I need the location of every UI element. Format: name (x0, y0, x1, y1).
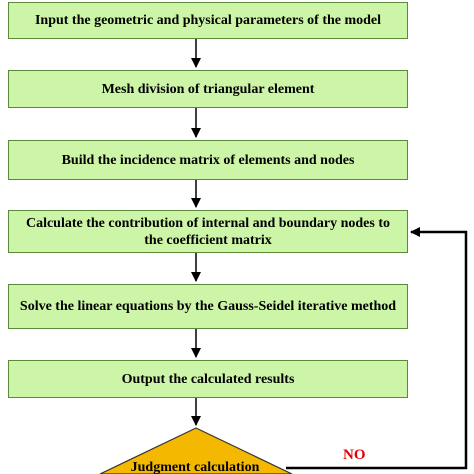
step-solve-linear-equations-label: Solve the linear equations by the Gauss-… (19, 299, 397, 314)
decision-diamond (99, 427, 293, 474)
step-input-parameters-label: Input the geometric and physical paramet… (34, 13, 382, 28)
step-calculate-contribution-label: Calculate the contribution of internal a… (25, 215, 391, 248)
decision-label: Judgment calculation (130, 460, 260, 474)
step-output-results: Output the calculated results (8, 360, 408, 398)
step-solve-linear-equations: Solve the linear equations by the Gauss-… (8, 284, 408, 329)
step-output-results-label: Output the calculated results (121, 371, 295, 387)
loop-back-arrow (286, 227, 468, 470)
step-calculate-contribution: Calculate the contribution of internal a… (8, 210, 408, 253)
step-mesh-division-label: Mesh division of triangular element (101, 81, 315, 97)
step-build-incidence-matrix: Build the incidence matrix of elements a… (8, 140, 408, 180)
step-input-parameters: Input the geometric and physical paramet… (8, 2, 408, 39)
loop-no-label: NO (343, 447, 366, 463)
step-build-incidence-matrix-label: Build the incidence matrix of elements a… (61, 152, 355, 168)
step-mesh-division: Mesh division of triangular element (8, 70, 408, 108)
